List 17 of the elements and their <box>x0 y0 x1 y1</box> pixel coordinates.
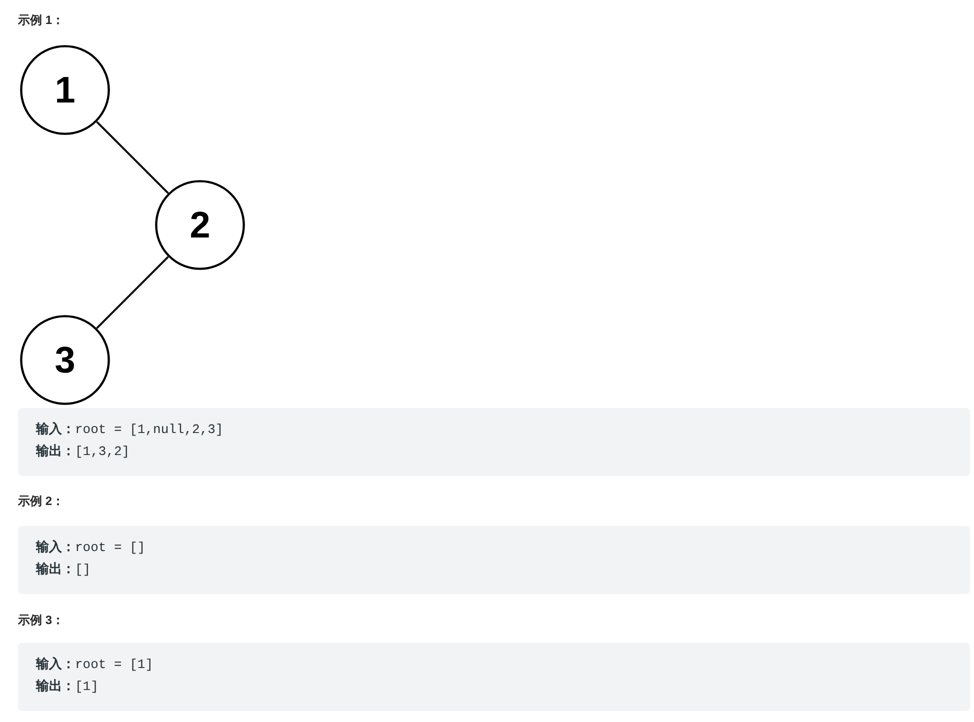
example-heading: 示例 2： <box>18 493 64 509</box>
code-line: 输入：root = [] <box>36 538 146 557</box>
tree-node <box>155 180 245 270</box>
example-heading: 示例 3： <box>18 612 64 628</box>
code-line: 输出：[] <box>36 561 91 579</box>
code-line: 输入：root = [1,null,2,3] <box>36 420 224 439</box>
tree-edge <box>96 121 169 194</box>
example-heading: 示例 1： <box>18 12 64 28</box>
code-line: 输出：[1] <box>36 678 98 696</box>
node-value: 2 <box>190 206 210 244</box>
tree-node <box>20 315 110 405</box>
code-line: 输入：root = [1] <box>36 656 154 674</box>
node-value: 1 <box>54 72 76 108</box>
node-value: 3 <box>54 342 76 378</box>
tree-node <box>20 45 110 135</box>
code-line: 输出：[1,3,2] <box>36 443 130 461</box>
tree-edge <box>96 256 169 329</box>
